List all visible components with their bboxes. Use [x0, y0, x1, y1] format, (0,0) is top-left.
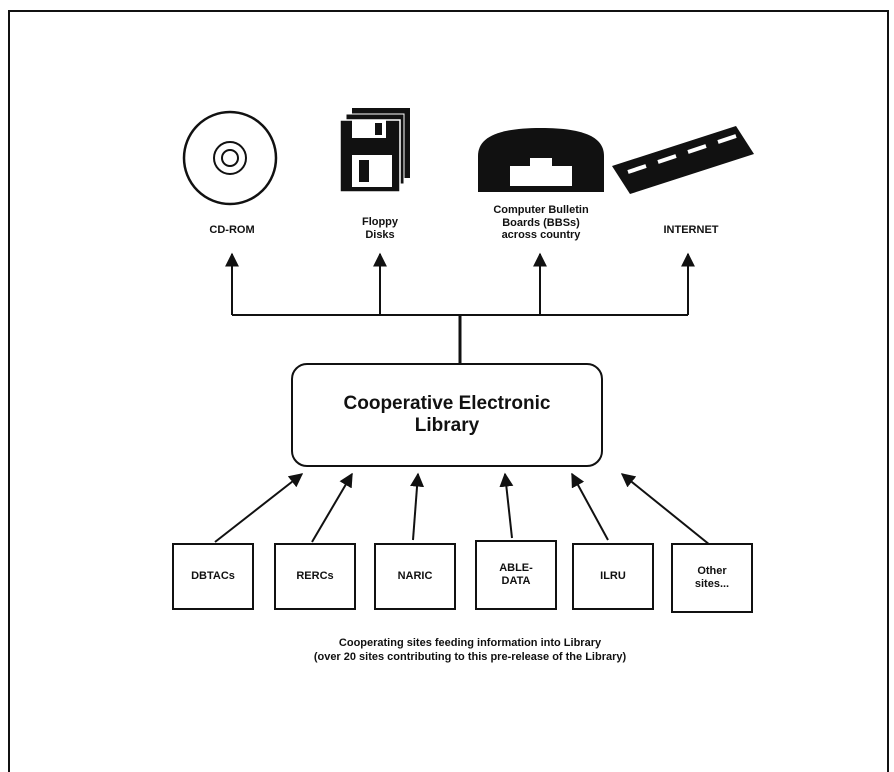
source-label-naric: NARIC [397, 570, 433, 583]
core-label: Cooperative Electronic Library [343, 393, 551, 436]
cooperative-electronic-library-box: Cooperative Electronic Library [291, 363, 603, 467]
source-box-naric: NARIC [374, 543, 456, 610]
output-label-internet: INTERNET [663, 224, 719, 236]
source-label-rercs: RERCs [296, 570, 334, 583]
distribution-lines [232, 314, 688, 363]
source-box-ilru: ILRU [572, 543, 654, 610]
diagram-caption: Cooperating sites feeding information in… [200, 636, 740, 665]
output-label-bbs: Computer Bulletin Boards (BBSs) across c… [493, 204, 589, 242]
output-label-cd-rom: CD-ROM [209, 224, 255, 236]
arrow-from-abledata [499, 472, 514, 539]
road-icon [612, 126, 754, 194]
source-label-ilru: ILRU [600, 570, 626, 583]
caption-line-1: Cooperating sites feeding information in… [338, 637, 602, 649]
output-label-floppy-disks: Floppy Disks [361, 216, 399, 241]
cd-rom-icon [182, 110, 278, 206]
caption-line-2: (over 20 sites contributing to this pre-… [313, 651, 627, 664]
output-arrows [225, 252, 695, 315]
diagram-frame [8, 10, 889, 772]
source-label-dbtacs: DBTACs [191, 570, 235, 583]
arrow-from-ilru [571, 472, 609, 541]
source-arrows [214, 472, 711, 546]
source-box-rercs: RERCs [274, 543, 356, 610]
arrow-from-dbtacs [214, 473, 304, 543]
source-box-other-sites: Other sites... [671, 543, 753, 613]
floppy-disk-icon [339, 108, 410, 193]
arrow-from-rercs [311, 472, 353, 543]
source-box-dbtacs: DBTACs [172, 543, 254, 610]
telephone-icon [478, 128, 604, 192]
arrow-from-naric [410, 472, 425, 541]
source-box-abledata: ABLE- DATA [475, 540, 557, 610]
source-label-abledata: ABLE- DATA [499, 562, 533, 587]
arrow-from-other-sites [620, 473, 711, 546]
source-label-other-sites: Other sites... [694, 565, 730, 590]
